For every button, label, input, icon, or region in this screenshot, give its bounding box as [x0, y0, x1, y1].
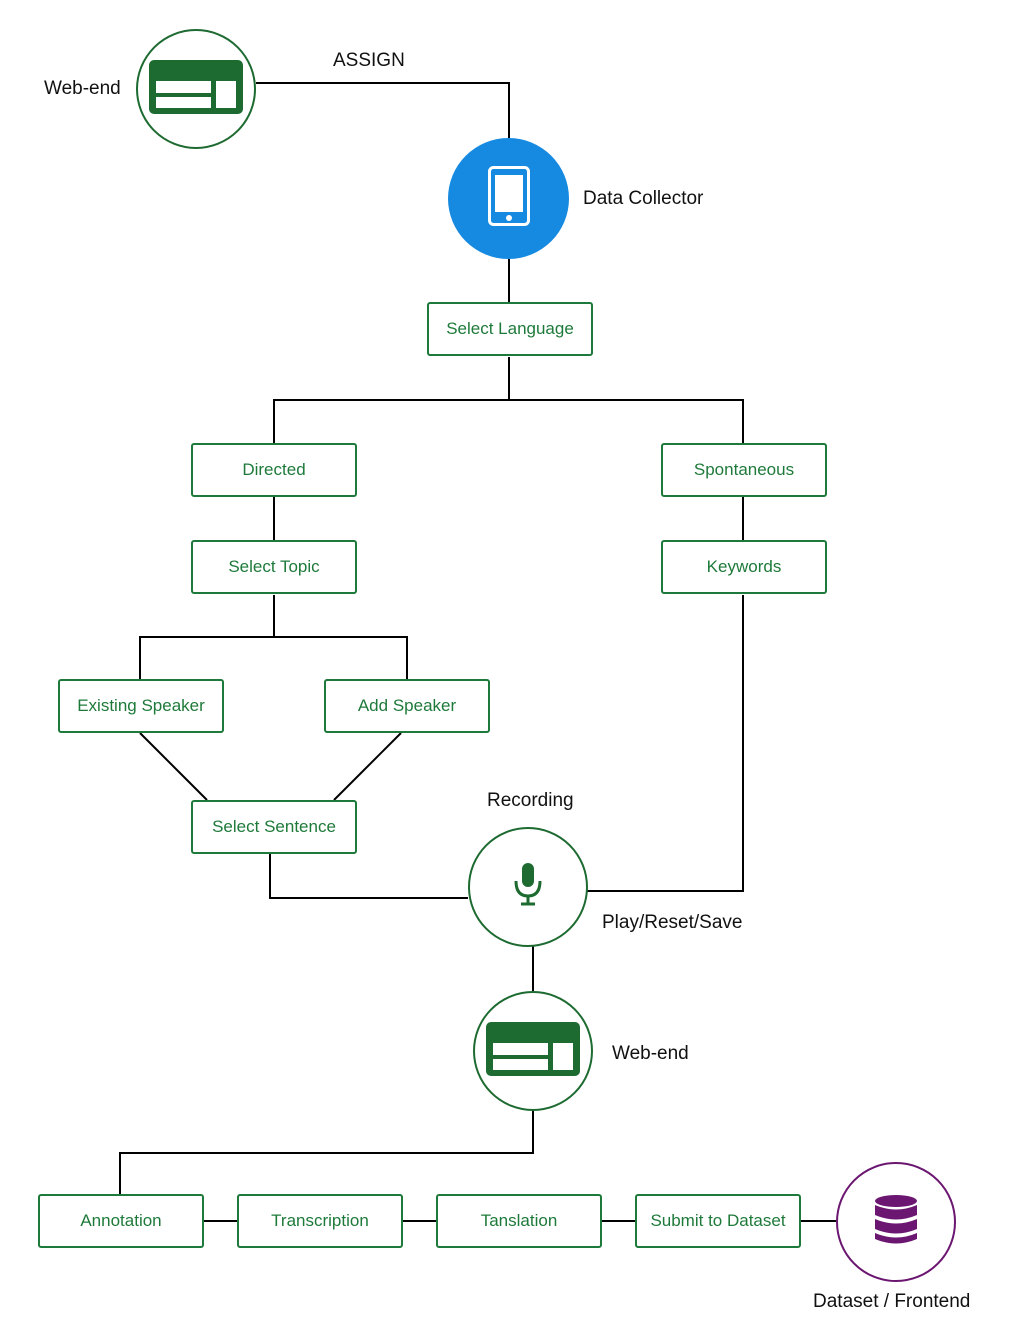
select-sentence-box[interactable]: Select Sentence: [191, 800, 357, 854]
assign-label: ASSIGN: [333, 50, 405, 71]
add-speaker-box[interactable]: Add Speaker: [324, 679, 490, 733]
connector-language-branch: [273, 357, 510, 443]
connector-language-to-spontaneous: [509, 399, 744, 443]
existing-speaker-box[interactable]: Existing Speaker: [58, 679, 224, 733]
connector-existing-to-sentence: [139, 732, 208, 801]
select-language-box[interactable]: Select Language: [427, 302, 593, 356]
web-end-bottom-node: [473, 991, 593, 1111]
translation-box[interactable]: Tanslation: [436, 1194, 602, 1248]
data-collector-node: [448, 138, 569, 259]
connector-keywords-to-recording: [587, 595, 744, 892]
connector-topic-to-add-speaker: [274, 636, 408, 679]
web-end-top-label: Web-end: [44, 78, 121, 99]
recording-node[interactable]: [468, 827, 588, 947]
browser-window-icon: [486, 1021, 580, 1081]
data-collector-label: Data Collector: [583, 188, 704, 209]
dataset-node: [836, 1162, 956, 1282]
play-reset-save-label: Play/Reset/Save: [602, 912, 743, 933]
submit-to-dataset-box[interactable]: Submit to Dataset: [635, 1194, 801, 1248]
connector-webend-to-collector: [256, 82, 510, 138]
transcription-box[interactable]: Transcription: [237, 1194, 403, 1248]
connector-sentence-to-recording: [269, 854, 468, 899]
tablet-icon: [487, 166, 530, 231]
annotation-box[interactable]: Annotation: [38, 1194, 204, 1248]
browser-window-icon: [149, 59, 243, 119]
database-icon: [873, 1194, 919, 1251]
web-end-bottom-label: Web-end: [612, 1043, 689, 1064]
recording-label: Recording: [487, 790, 574, 811]
directed-box[interactable]: Directed: [191, 443, 357, 497]
connector-webend-to-annotation: [119, 1110, 534, 1194]
microphone-icon: [513, 862, 543, 912]
connector-topic-branch: [139, 595, 275, 679]
connector-add-to-sentence: [333, 732, 402, 801]
spontaneous-box[interactable]: Spontaneous: [661, 443, 827, 497]
web-end-top-node: [136, 29, 256, 149]
keywords-box[interactable]: Keywords: [661, 540, 827, 594]
dataset-frontend-label: Dataset / Frontend: [813, 1291, 971, 1312]
select-topic-box[interactable]: Select Topic: [191, 540, 357, 594]
